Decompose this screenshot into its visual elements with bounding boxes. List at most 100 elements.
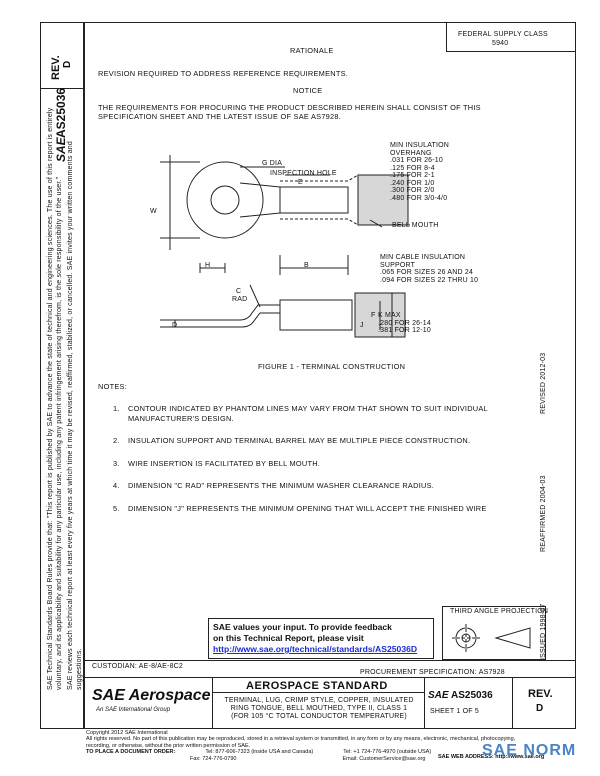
note-item: 2. INSULATION SUPPORT AND TERMINAL BARREL… (113, 436, 508, 446)
j-label: J (360, 322, 364, 329)
k-max-heading: K MAX (378, 312, 401, 319)
note-number: 5. (113, 503, 120, 513)
date-reaffirmed: REAFFIRMED 2004-03 (540, 475, 547, 552)
left-rev-value: D (62, 60, 73, 68)
third-angle-box (442, 606, 546, 660)
rights-text: All rights reserved. No part of this pub… (86, 736, 516, 743)
side-tongue (175, 304, 280, 321)
feedback-line-1: SAE values your input. To provide feedba… (213, 622, 392, 632)
note-text: DIMENSION "J" REPRESENTS THE MINIMUM OPE… (128, 503, 487, 513)
overhang-value: .175 FOR 2-1 (390, 172, 435, 179)
title-rev-label: REV. (528, 688, 553, 700)
part-title-line: RING TONGUE, BELL MOUTHED, TYPE II, CLAS… (230, 705, 408, 712)
drawing-frame (84, 22, 576, 729)
sheet-number: SHEET 1 OF 5 (430, 708, 479, 715)
note-item: 1. CONTOUR INDICATED BY PHANTOM LINES MAY… (113, 404, 508, 423)
g-dia-label: G DIA (262, 160, 283, 167)
terminal-drawing (160, 155, 410, 338)
note-number: 1. (113, 404, 120, 413)
rad-label: RAD (232, 296, 248, 303)
order-label: TO PLACE A DOCUMENT ORDER: (86, 749, 176, 756)
brand-subtitle: An SAE International Group (96, 707, 171, 713)
note-number: 3. (113, 458, 120, 468)
procurement-spec: PROCUREMENT SPECIFICATION: AS7928 (360, 669, 505, 676)
notes-list: 1. CONTOUR INDICATED BY PHANTOM LINES MAY… (113, 404, 508, 526)
k-value: .280 FOR 26-14 (378, 319, 431, 327)
sae-norm-watermark: SAE NORM (482, 742, 577, 759)
contact-row: Fax: 724-776-0790 Email: CustomerService… (86, 756, 586, 762)
tel-outside: Tel: +1 724-776-4970 (outside USA) (343, 749, 432, 756)
inspection-hole-label: INSPECTION HOLE (270, 170, 337, 177)
part-title-line: (FOR 105 °C TOTAL CONDUCTOR TEMPERATURE) (231, 713, 407, 720)
ring-hole (210, 185, 240, 215)
rationale-heading: RATIONALE (290, 46, 334, 55)
barrel (279, 186, 349, 214)
overhang-value: .240 FOR 1/0 (390, 179, 435, 187)
order-row: TO PLACE A DOCUMENT ORDER: Tel: 877-606-… (86, 749, 586, 755)
custodian: CUSTODIAN: AE-8/AE-8C2 (92, 663, 184, 670)
e-label: E (298, 179, 303, 186)
rights-text-2: recording, or otherwise, without the pri… (86, 742, 251, 749)
f-label: F (371, 312, 376, 319)
support-value: .094 FOR SIZES 22 THRU 10 (380, 276, 479, 284)
fed-supply-value: 5940 (492, 40, 509, 47)
notes-heading: NOTES: (98, 382, 128, 391)
notice-line-2: SPECIFICATION SHEET AND THE LATEST ISSUE… (98, 112, 342, 121)
title-doc-number: AS25036 (450, 690, 493, 701)
part-title: TERMINAL, LUG, CRIMP STYLE, COPPER, INSU… (216, 697, 422, 721)
projection-circle-outer (455, 627, 477, 649)
left-strip (40, 22, 84, 729)
feedback-link[interactable]: http://www.sae.org/technical/standards/A… (213, 644, 418, 654)
c-label: C (236, 288, 242, 295)
copyright: Copyright 2012 SAE International (86, 730, 168, 736)
note-number: 4. (113, 481, 120, 490)
k-value: .381 FOR 12-10 (378, 327, 431, 334)
left-doc-number: AS25036 (54, 87, 68, 138)
part-title-line: TERMINAL, LUG, CRIMP STYLE, COPPER, INSU… (224, 697, 414, 704)
b-label: B (304, 262, 309, 269)
feedback-box: SAE values your input. To provide feedba… (208, 618, 434, 659)
web-address: SAE WEB ADDRESS: http://www.sae.org (438, 754, 544, 760)
note-text: INSULATION SUPPORT AND TERMINAL BARREL M… (128, 436, 471, 445)
overhang-value: .125 FOR 8-4 (390, 164, 435, 172)
third-angle-symbol (452, 624, 531, 652)
tel: Tel: 877-606-7323 (inside USA and Canada… (205, 749, 314, 756)
fed-supply-box (446, 22, 576, 52)
note-text: DIMENSION "C RAD" REPRESENTS THE MINIMUM… (128, 481, 435, 490)
sae-aerospace-logo: SAE Aerospace (92, 687, 211, 705)
note-item: 4. DIMENSION "C RAD" REPRESENTS THE MINIM… (113, 481, 508, 491)
left-rev-label: REV. (50, 55, 62, 80)
support-heading: MIN CABLE INSULATION SUPPORT (380, 254, 466, 269)
min-cable-support-label: MIN CABLE INSULATION SUPPORT .065 FOR SI… (380, 254, 478, 284)
web-url[interactable]: http://www.sae.org (495, 754, 545, 760)
support-value: .065 FOR SIZES 26 AND 24 (380, 269, 474, 276)
overhang-value: .480 FOR 3/0-4/0 (390, 194, 448, 202)
h-label: H (205, 262, 211, 269)
date-revised: REVISED 2012-03 (540, 352, 547, 414)
brand-text: SAE Aerospace (92, 687, 211, 704)
d-label: D (172, 322, 178, 329)
w-label: W (150, 208, 157, 215)
notice-line-1: THE REQUIREMENTS FOR PROCURING THE PRODU… (98, 103, 481, 112)
notice-heading: NOTICE (293, 86, 323, 95)
ring-tongue-outer (186, 161, 264, 239)
title-rev-value: D (536, 703, 544, 714)
fax: Fax: 724-776-0790 (190, 755, 237, 762)
email: Email: CustomerService@sae.org (342, 755, 426, 762)
left-sae-mark: SAE (54, 137, 68, 162)
web-label: SAE WEB ADDRESS: (438, 754, 494, 760)
fed-supply-label: FEDERAL SUPPLY CLASS (458, 31, 548, 38)
note-item: 5. DIMENSION "J" REPRESENTS THE MINIMUM O… (113, 503, 508, 514)
feedback-line-2: on this Technical Report, please visit (213, 633, 364, 643)
title-sae-mark: SAE (428, 690, 449, 701)
side-barrel (279, 299, 353, 331)
note-text: CONTOUR INDICATED BY PHANTOM LINES MAY V… (128, 404, 488, 423)
note-number: 2. (113, 436, 120, 445)
rationale-text: REVISION REQUIRED TO ADDRESS REFERENCE R… (98, 69, 349, 78)
third-angle-label: THIRD ANGLE PROJECTION (450, 608, 549, 615)
min-insulation-overhang-label: MIN INSULATION OVERHANG .031 FOR 26-10 .… (390, 142, 456, 202)
projection-cone (494, 627, 531, 649)
overhang-value: .300 FOR 2/0 (390, 187, 435, 194)
title-block-doc: SAE AS25036 (428, 690, 493, 701)
figure-caption: FIGURE 1 - TERMINAL CONSTRUCTION (258, 362, 406, 371)
